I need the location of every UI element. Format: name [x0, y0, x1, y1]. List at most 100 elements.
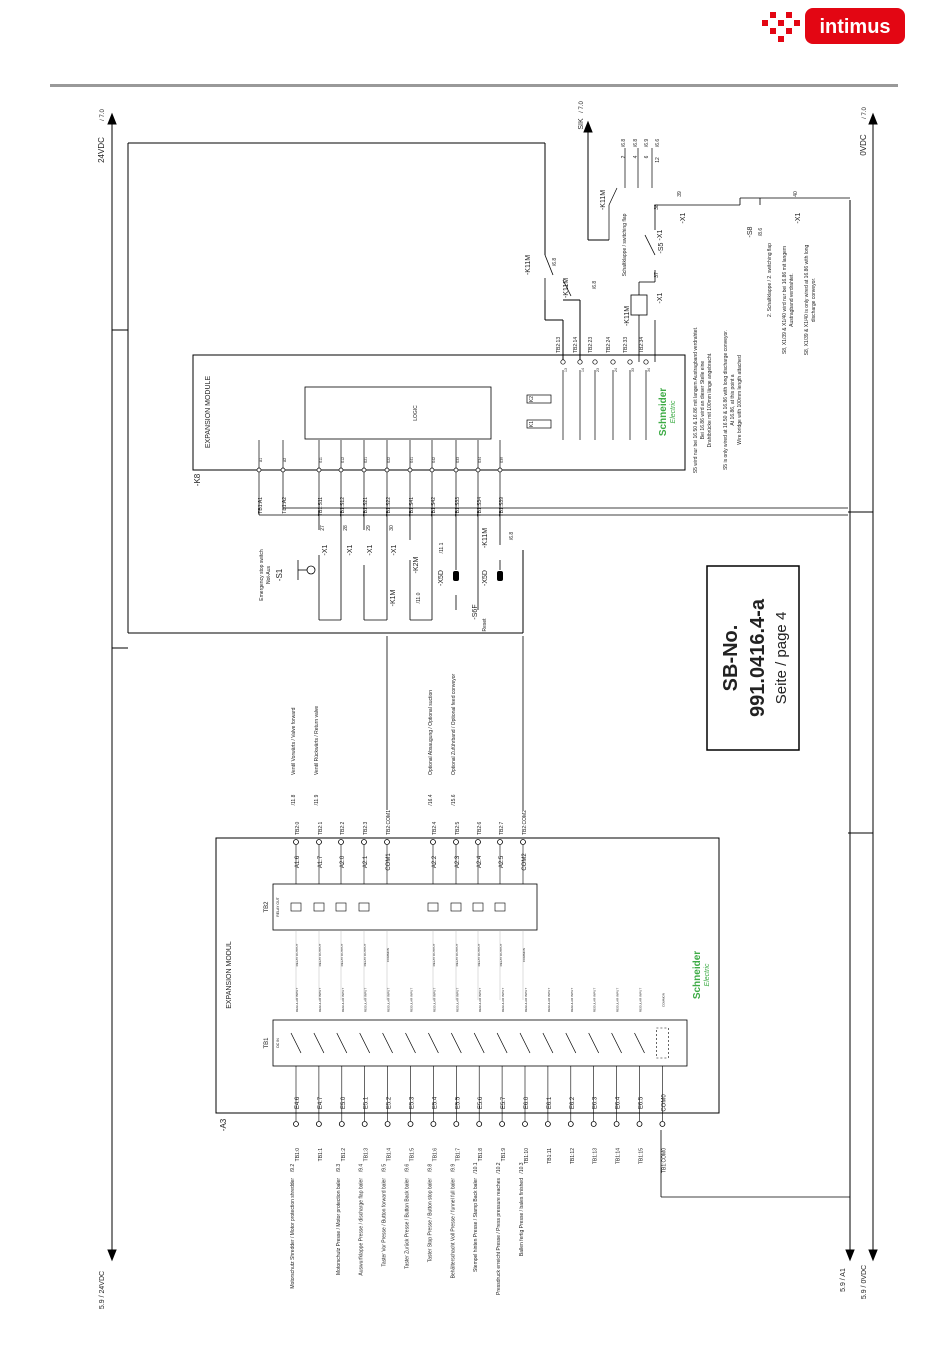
a3-input-terminal	[567, 1121, 574, 1127]
a3-output-terminal	[520, 839, 526, 845]
k11m-safety-ref: /6.8	[509, 532, 515, 541]
k8-out-terminal-label: TB2:13	[556, 337, 562, 353]
input-switch-icon	[290, 1032, 302, 1054]
k11m-label-2: -K11M	[563, 278, 570, 298]
a3-input-desc: Taster Stop Presse / Button stop baler	[427, 1178, 433, 1263]
a3-output-terminal	[430, 839, 436, 845]
rail-0vdc-ref: / 7.0	[862, 107, 868, 119]
relay-coil-icon	[472, 902, 484, 912]
k8-k2-label: K2	[529, 396, 535, 402]
svg-text:Electric: Electric	[670, 400, 677, 423]
k8-out-terminal-label: TB2:33	[623, 337, 629, 353]
a3-output-term: TB2:3	[363, 821, 369, 835]
k8-terminal-5	[384, 467, 390, 473]
a3-input-terminal	[315, 1121, 322, 1127]
k8-out-terminal-2	[592, 359, 598, 365]
s8-label: -S8	[747, 226, 754, 237]
a3-input-terminal	[338, 1121, 345, 1127]
k8-out-terminal-1	[577, 359, 583, 365]
k8-pin-label: S11	[319, 457, 323, 463]
a3-output-desc: Optional Absaugung / Optional suction	[428, 690, 434, 775]
header-divider	[50, 84, 898, 87]
a3-output-addr: A2.0	[340, 855, 346, 868]
a3-output-term: TB2:1	[318, 821, 324, 835]
a3-input-desc: Behälterschacht Voll Presse / funnel ful…	[450, 1178, 456, 1279]
a3-input-addr: E5.1	[364, 1096, 370, 1109]
a3-input-ref: /9.2	[290, 1164, 296, 1173]
a3-input-term: TB1:7	[455, 1148, 461, 1162]
k8-out-pin-label: 24	[614, 368, 618, 372]
a3-input-terminal	[293, 1121, 299, 1127]
a3-output-ref: /15.6	[451, 794, 457, 805]
a3-input-tag: REGULAR INPUT	[524, 988, 528, 1013]
a3-input-ref: /10.1	[473, 1162, 479, 1173]
rail-sik-label: SIK	[578, 118, 585, 130]
k8-terminal-label: TB1:S42	[431, 497, 437, 517]
a3-output-tag: RELAY OUTPUT	[340, 943, 344, 966]
k8-out-pin-label: 33	[631, 368, 635, 372]
k8-terminal-label: TB1:S22	[386, 497, 392, 517]
a3-input-addr: E5.3	[410, 1096, 416, 1109]
a3-output-addr: A2.5	[499, 855, 505, 868]
a3-input-ref: /9.8	[427, 1164, 433, 1173]
a3-output-ref: /11.8	[291, 794, 297, 805]
a3-input-ref: /9.3	[336, 1164, 342, 1173]
input-switch-icon	[565, 1032, 577, 1054]
a3-input-addr: E6.3	[593, 1096, 599, 1109]
a3-input-addr: E5.7	[501, 1096, 507, 1109]
a3-input-terminal	[545, 1121, 551, 1127]
x1-right-label-4: -X1	[657, 229, 664, 240]
input-switch-icon	[382, 1032, 393, 1054]
k8-pin-label: S41	[410, 457, 414, 463]
a3-input-ref: /10.3	[519, 1162, 525, 1173]
a3-title: EXPANSION MODUL	[226, 941, 233, 1009]
k8-pin-label: A1	[259, 458, 263, 462]
a3-output-tag: RELAY OUTPUT	[455, 943, 459, 966]
a3-output-addr: A2.3	[455, 855, 461, 868]
k11m-aux-ref-2: /6.8	[621, 139, 627, 148]
a3-input-tag: REGULAR INPUT	[570, 988, 574, 1013]
a3-output-tag: RELAY OUTPUT	[363, 943, 367, 966]
k8-terminal-label: TB1:S33	[455, 497, 461, 517]
a3-input-tag: REGULAR INPUT	[410, 988, 414, 1013]
a3-input-tag: REGULAR INPUT	[501, 988, 505, 1013]
a3-input-term: TB1:15	[639, 1148, 645, 1164]
a3-input-addr: E6.0	[524, 1096, 530, 1109]
k8-terminal-label: TB1:S12	[340, 497, 346, 517]
a3-label: -A3	[219, 1118, 228, 1131]
com0-wire	[660, 1130, 850, 1198]
a3-input-addr: E4.6	[295, 1096, 301, 1109]
a3-input-addr: COM0	[661, 1094, 667, 1112]
a3-output-addr: COM2	[522, 853, 528, 871]
input-switch-icon	[588, 1032, 600, 1054]
a3-output-term: TB2:7	[499, 821, 505, 835]
k8-pin-label: S34	[478, 457, 482, 463]
input-switch-icon	[611, 1032, 622, 1054]
x1-label-b: -X1	[367, 544, 374, 555]
k8-out-terminal-label: TB2:24	[606, 337, 612, 353]
a3-input-desc: Motorschutz Presse / Motor protection ba…	[336, 1178, 342, 1275]
k11m-aux-ref-6: /6.9	[644, 139, 650, 148]
a3-input-ref: /9.4	[359, 1164, 365, 1173]
a3-output-terminal	[293, 839, 299, 845]
x1-num-37: 37	[654, 272, 660, 278]
a3-output-term: TB2:5	[455, 821, 461, 835]
k8-k1-label: K1	[529, 421, 535, 427]
s5-label: -S5	[658, 242, 665, 253]
a3-output-term: TB2:6	[477, 821, 483, 835]
k8-terminal-3	[338, 467, 344, 473]
input-switch-icon	[542, 1032, 554, 1054]
rail-24vdc-ref: / 7.0	[100, 109, 106, 121]
a3-input-ref: /9.5	[382, 1164, 388, 1173]
a3-tb2-sub: RELAY OUT	[276, 896, 280, 916]
rail-a1	[845, 200, 855, 1262]
relay-coil-icon	[427, 902, 439, 912]
a3-input-desc: Stempel hinten Presse / Stamp Back baler	[473, 1178, 479, 1272]
a3-input-terminal	[407, 1121, 414, 1127]
x1-num-29: 29	[366, 525, 372, 531]
a3-input-term: TB1:4	[387, 1148, 393, 1162]
relay-coil-icon	[313, 902, 325, 912]
a3-tb1-label: TB1	[264, 1037, 270, 1049]
k11m-aux-ref-7: 12	[655, 157, 661, 163]
